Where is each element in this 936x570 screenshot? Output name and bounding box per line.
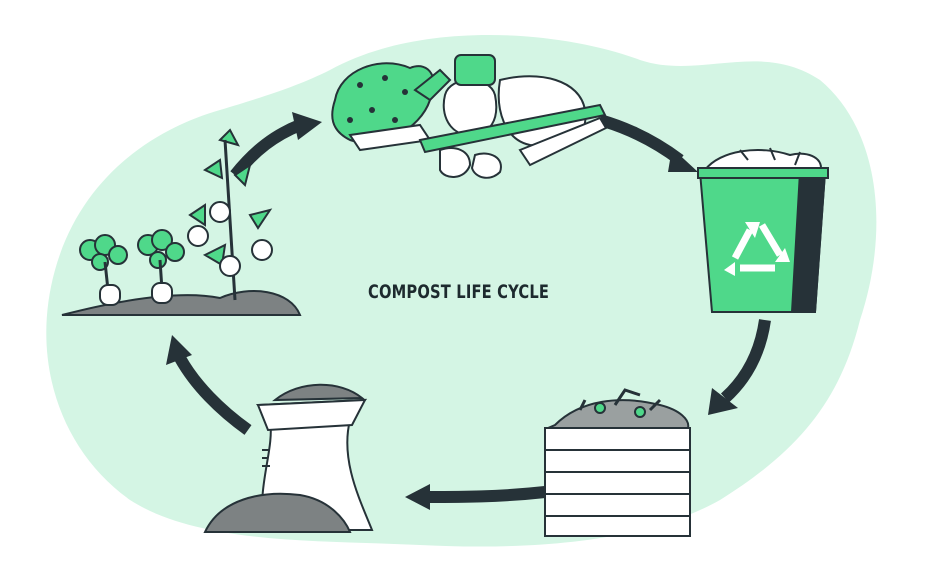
diagram-title: COMPOST LIFE CYCLE [368, 281, 550, 303]
growing-plants [61, 128, 302, 316]
cycle-arrows [174, 114, 771, 503]
arrow-bin-to-box [720, 319, 771, 403]
arrow-plants-to-vegetables [230, 119, 303, 179]
compost-box [544, 388, 691, 537]
recycle-icon [731, 223, 784, 272]
vegetables-pile [331, 54, 608, 179]
recycle-bin [697, 147, 829, 313]
arrow-heads [166, 112, 738, 510]
compost-bag [203, 383, 374, 533]
arrow-bag-to-plants [174, 355, 252, 435]
arrow-box-to-bag [427, 486, 546, 503]
